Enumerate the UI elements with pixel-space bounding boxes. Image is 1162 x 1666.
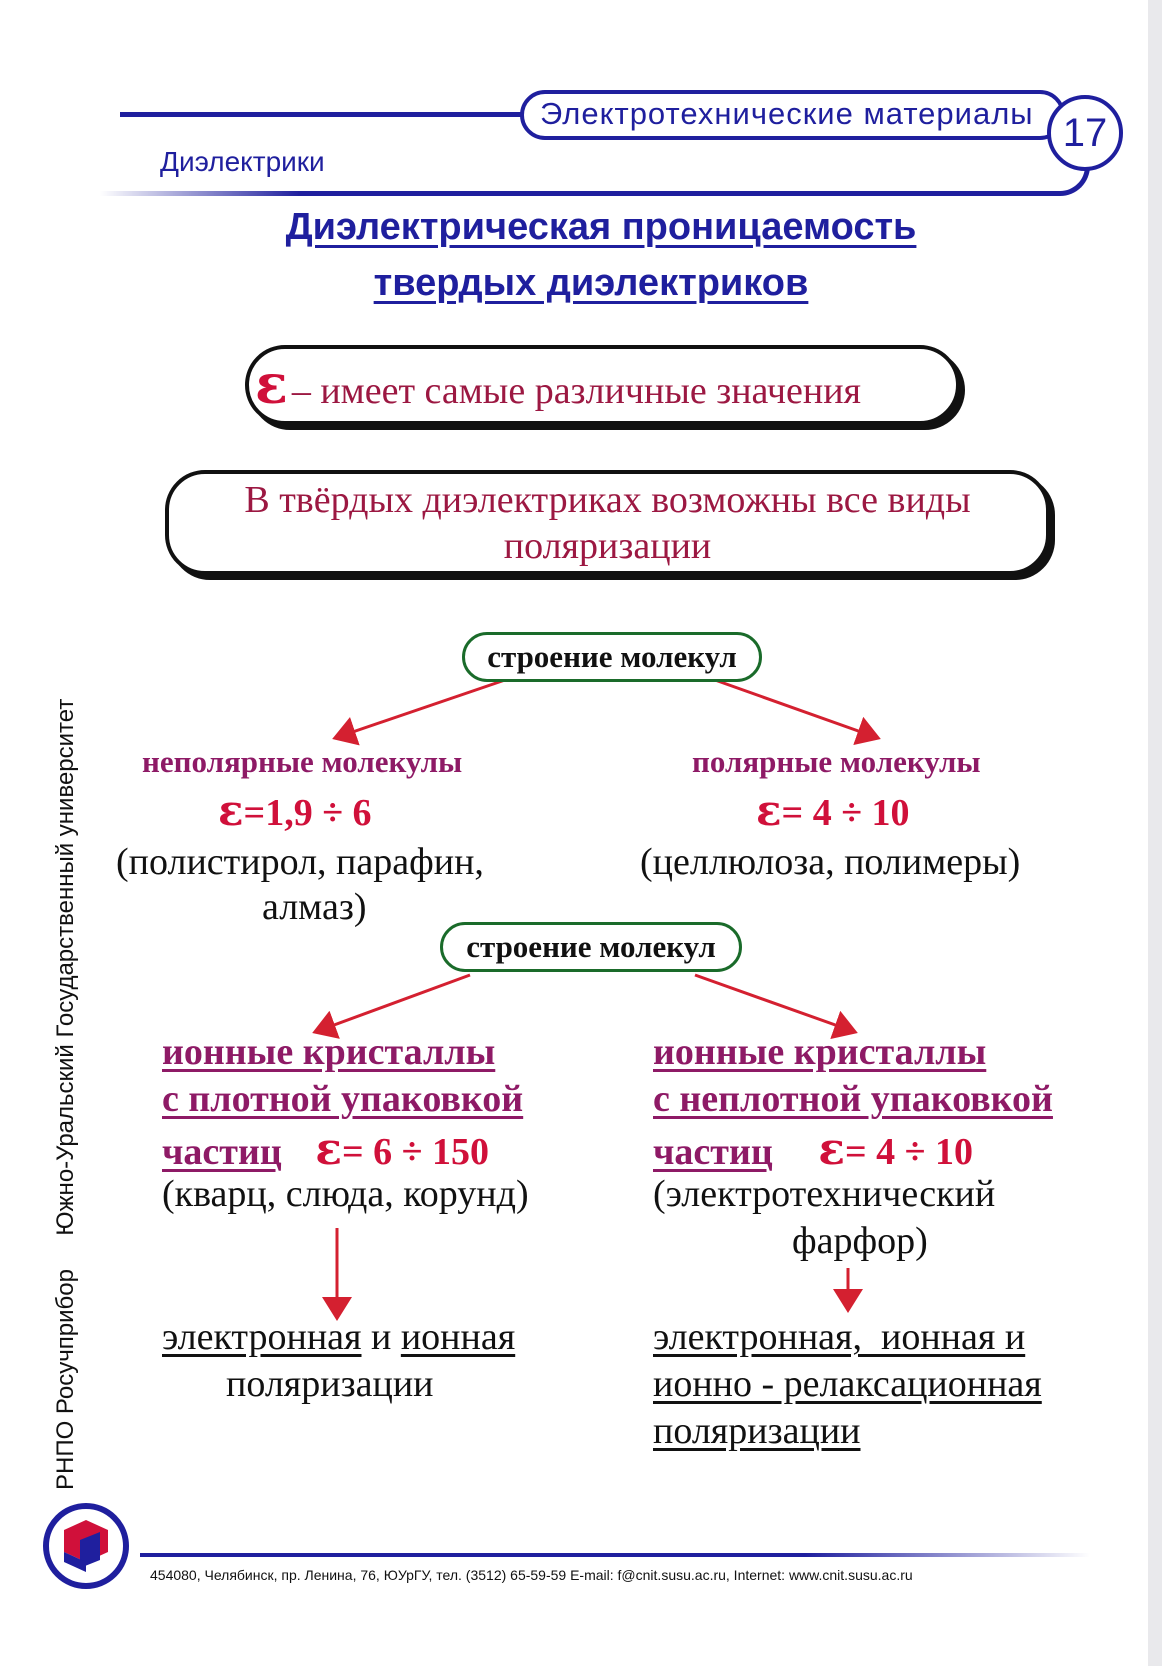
result-ionic: ионная (400, 1316, 516, 1358)
arrow-to-dense-crystals (312, 973, 471, 1039)
dense-crystals-particles: частиц (162, 1131, 282, 1173)
dense-crystals-result-line2: поляризации (226, 1363, 434, 1405)
polar-eps: ε= 4 ÷ 10 (756, 786, 910, 835)
dense-crystals-result-line1: электронная и ионная (162, 1315, 515, 1359)
footer-contacts: 454080, Челябинск, пр. Ленина, 76, ЮУрГУ… (150, 1567, 913, 1583)
nonpolar-examples-line2: алмаз) (262, 886, 367, 928)
loose-crystals-line2: с неплотной упаковкой (653, 1078, 1053, 1120)
polar-heading: полярные молекулы (692, 744, 981, 779)
epsilon-symbol: ε (818, 1124, 846, 1175)
loose-crystals-examples-line2: фарфор) (792, 1220, 928, 1262)
subject-pill (520, 90, 1065, 140)
polar-eps-value: = 4 ÷ 10 (781, 792, 910, 834)
polarization-box-line2: поляризации (503, 525, 712, 567)
result-electronic: электронная (162, 1316, 362, 1358)
epsilon-symbol: ε (756, 786, 782, 835)
subject-title: Электротехнические материалы (540, 96, 1034, 131)
loose-crystals-result-line3: поляризации (653, 1410, 861, 1452)
section-label: Диэлектрики (160, 146, 325, 177)
nonpolar-eps: ε=1,9 ÷ 6 (218, 786, 372, 835)
result-and: и (361, 1316, 401, 1358)
loose-crystals-line3: частиц ε= 4 ÷ 10 (653, 1124, 973, 1175)
loose-crystals-line1: ионные кристаллы (653, 1031, 987, 1073)
node-molecule-structure-2: строение молекул (440, 922, 742, 972)
header-rule (120, 112, 530, 117)
dense-crystals-line3: частиц ε= 6 ÷ 150 (162, 1124, 489, 1175)
nonpolar-heading: неполярные молекулы (142, 744, 463, 779)
page-number: 17 (1047, 95, 1123, 171)
epsilon-box-content: ε – имеет самые различные значения (255, 352, 955, 416)
nonpolar-eps-value: =1,9 ÷ 6 (243, 792, 372, 834)
epsilon-box (245, 345, 960, 425)
loose-crystals-particles: частиц (653, 1131, 773, 1173)
epsilon-symbol: ε (218, 786, 244, 835)
dense-crystals-examples: (кварц, слюда, корунд) (162, 1173, 529, 1215)
dense-crystals-line1: ионные кристаллы (162, 1031, 496, 1073)
polarization-box (165, 470, 1050, 575)
epsilon-symbol: ε (255, 352, 288, 416)
dense-crystals-eps: ε= 6 ÷ 150 (315, 1124, 490, 1175)
footer-rule (140, 1553, 1090, 1557)
dense-crystals-line2: с плотной упаковкой (162, 1078, 524, 1120)
loose-crystals-result-line2: ионно - релаксационная (653, 1363, 1042, 1405)
epsilon-symbol: ε (315, 1124, 343, 1175)
epsilon-box-text: – имеет самые различные значения (291, 370, 862, 412)
loose-crystals-eps-value: = 4 ÷ 10 (845, 1131, 974, 1173)
loose-crystals-examples-line1: (электротехнический (653, 1173, 996, 1215)
arrow-to-loose-crystals (694, 973, 858, 1040)
loose-crystals-result-line1: электронная, ионная и (653, 1316, 1026, 1358)
polar-examples: (целлюлоза, полимеры) (640, 841, 1021, 883)
page-title-line1: Диэлектрическая проницаемость (285, 206, 917, 248)
arrow-to-polar (714, 678, 881, 746)
page-title-line2: твердых диэлектриков (373, 262, 809, 304)
side-organization-text: РНПО Росучприбор Южно-Уральский Государс… (52, 698, 79, 1490)
rnpo-logo (43, 1503, 129, 1589)
dense-crystals-eps-value: = 6 ÷ 150 (342, 1131, 490, 1173)
arrow-to-nonpolar (332, 678, 506, 746)
nonpolar-examples-line1: (полистирол, парафин, (116, 841, 484, 883)
loose-crystals-eps: ε= 4 ÷ 10 (818, 1124, 974, 1175)
polarization-box-line1: В твёрдых диэлектриках возможны все виды (244, 479, 971, 521)
node-molecule-structure-1: строение молекул (462, 632, 762, 682)
